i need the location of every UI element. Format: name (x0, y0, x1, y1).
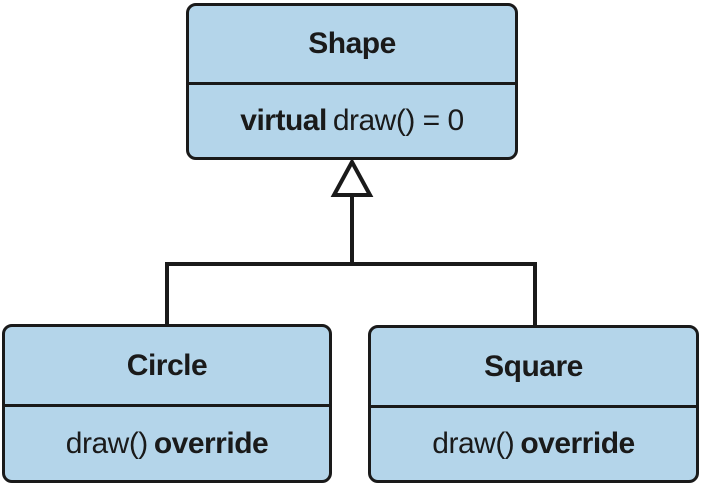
inheritance-arrowhead (330, 157, 374, 197)
shape-class-name: Shape (189, 6, 515, 85)
square-class-name: Square (371, 328, 696, 408)
square-draw-operation: draw()override (371, 408, 696, 480)
circle-class-name: Circle (5, 327, 329, 407)
circle-override-keyword: override (153, 426, 269, 460)
shape-virtual-keyword: virtual (240, 104, 327, 137)
shape-draw-signature: draw() = 0 (332, 104, 464, 137)
square-override-keyword: override (520, 427, 635, 460)
circle-class-box: Circle draw()override (2, 324, 332, 483)
circle-draw-operation: draw()override (5, 407, 329, 480)
square-draw-signature: draw() (432, 427, 515, 460)
square-class-box: Square draw()override (368, 325, 699, 483)
circle-draw-signature: draw() (65, 426, 149, 460)
